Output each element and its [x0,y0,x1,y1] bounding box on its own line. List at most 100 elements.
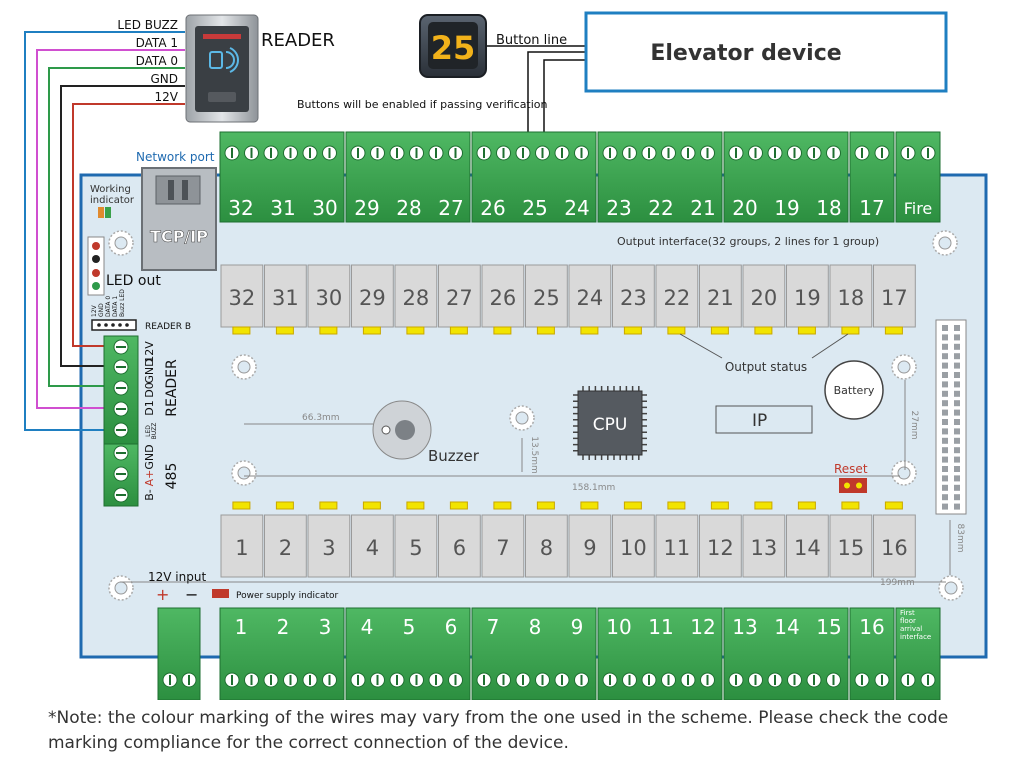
relay-status-leds-top [232,326,903,335]
battery-icon [824,360,884,420]
wiring-colour-note: *Note: the colour marking of the wires m… [48,708,949,753]
header-pin [942,484,948,491]
fire-terminal-label: Fire [904,199,933,218]
relay [655,514,699,578]
top-terminal-screws [224,145,936,161]
relay [612,514,655,578]
terminal-number-label: 31 [270,196,295,220]
relay-status-led [319,326,338,335]
relay [829,264,873,328]
relay-number-label: 30 [316,286,343,310]
mounting-holes [108,230,964,601]
wire-label-12v: 12V [155,90,179,104]
relay [438,514,481,578]
cpu-chip-icon [573,386,647,460]
header-pin [954,409,960,416]
terminal-number-label: 19 [774,196,799,220]
reader-pin-buzz: BUZZ [151,423,158,440]
reader-b-pin-data-1: DATA 1 [112,296,119,317]
relay-status-led [580,501,599,510]
header-pin [954,475,960,482]
wire-data-1 [36,49,185,409]
relay-number-label: 22 [664,286,691,310]
terminal-number-label: 5 [403,615,416,639]
relay [568,264,612,328]
elevator-device-label: Elevator device [650,41,841,66]
relay-number-label: 15 [838,536,865,560]
reader-b-pin-buzz-led: Buzz LED [119,289,126,317]
relay-status-led [536,326,555,335]
relay-status-led [754,501,773,510]
relay-status-led [275,501,294,510]
header-pin [942,419,948,425]
terminal-number-label: 32 [228,196,253,220]
terminal-number-label: 22 [648,196,673,220]
reader-b-header [91,319,137,331]
header-pin [942,353,948,360]
ip-label: IP [752,411,767,431]
relay [481,514,525,578]
access-controller-wiring-diagram: LED BUZZ DATA 1 DATA 0 GND 12V READER 25… [24,11,988,700]
terminal-number-label: 16 [859,615,884,639]
relay-status-led [362,326,381,335]
header-pin [954,372,960,378]
relay-number-label: 5 [409,536,422,560]
relay-number-label: 27 [446,286,473,310]
button-line-label: Button line [496,33,567,48]
terminal-number-label: 12 [690,615,715,639]
ip-box [715,405,813,434]
header-pin [942,494,948,501]
relay [786,514,829,578]
reader-b-pin-gnd: GND [98,303,105,317]
terminal-number-label: 4 [361,615,374,639]
working-indicator-label-2: indicator [90,195,135,206]
power-terminal-block [157,607,201,700]
relay-status-led [667,501,686,510]
wire-12v [72,103,185,347]
led-out-label: LED out [106,273,161,289]
relay-number-label: 29 [359,286,386,310]
header-pin [954,428,960,435]
terminal-number-label: 28 [396,196,421,220]
relay-number-label: 24 [577,286,604,310]
relay-number-label: 2 [279,536,292,560]
header-pin [954,400,960,407]
header-pin [954,503,960,510]
relay-status-led [580,326,599,335]
power-supply-indicator-led [212,589,229,598]
network-port-icon [141,167,217,271]
relay-status-led [710,326,729,335]
dimension-199mm: 199mm [880,578,915,588]
terminal-number-label: 26 [480,196,505,220]
header-pin [942,390,948,397]
terminal-number-label: 9 [571,615,584,639]
relay-number-label: 31 [272,286,299,310]
reader-title: READER [261,30,335,51]
button-line-wire-1 [527,51,586,132]
relay [742,514,786,578]
reader-pin-d1: D1 [143,400,156,415]
button-number: 25 [431,29,476,67]
relay-number-label: 17 [881,286,908,310]
relay [394,514,438,578]
terminal-number-label: 27 [438,196,463,220]
rs485-pin-gnd: GND [143,444,156,469]
svg-text:arrival: arrival [900,625,922,633]
terminal-number-label: 24 [564,196,589,220]
header-pin [954,325,960,331]
relay-status-led [319,501,338,510]
terminal-number-label: 23 [606,196,631,220]
terminal-number-label: 14 [774,615,799,639]
relay-number-label: 8 [540,536,553,560]
rs485-label: 485 [164,463,180,490]
header-pin [942,325,948,331]
relay [394,264,438,328]
header-pin [954,447,960,454]
relay-number-label: 10 [620,536,647,560]
relay-status-led [406,501,425,510]
header-pin [942,503,948,510]
header-pin [954,437,960,444]
relay-number-label: 6 [453,536,466,560]
